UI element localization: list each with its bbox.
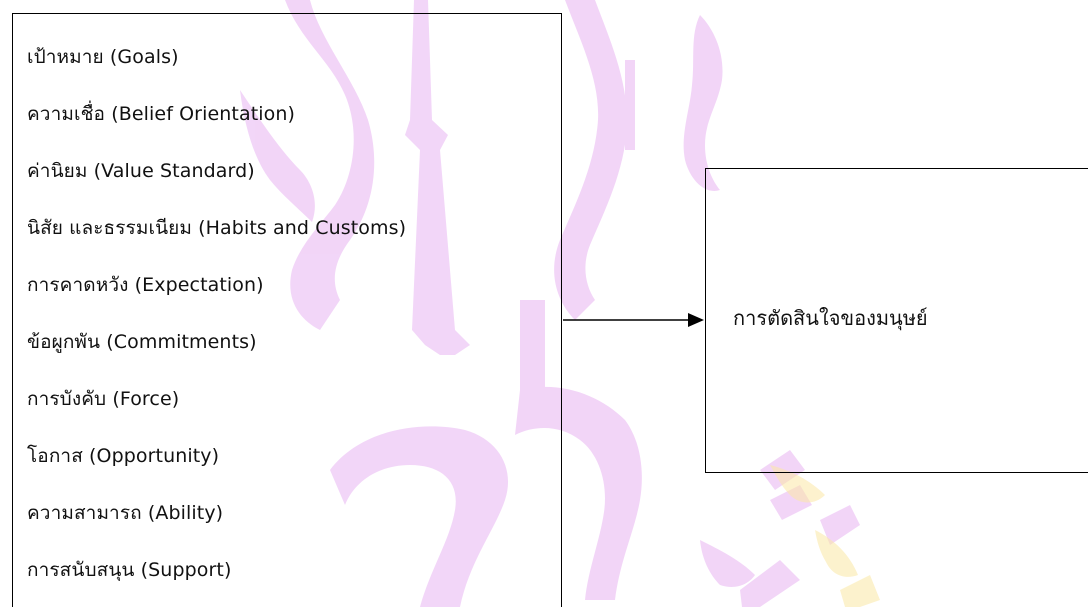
- factor-expectation: การคาดหวัง (Expectation): [27, 274, 264, 296]
- factor-goals: เป้าหมาย (Goals): [27, 46, 179, 68]
- factor-belief-orientation: ความเชื่อ (Belief Orientation): [27, 103, 296, 125]
- result-box: การตัดสินใจของมนุษย์: [705, 168, 1088, 473]
- factor-habits-and-customs: นิสัย และธรรมเนียม (Habits and Customs): [27, 217, 407, 239]
- factor-commitments: ข้อผูกพัน (Commitments): [27, 331, 257, 353]
- factors-box: เป้าหมาย (Goals) ความเชื่อ (Belief Orien…: [12, 13, 562, 607]
- factor-force: การบังคับ (Force): [27, 388, 180, 410]
- factor-support: การสนับสนุน (Support): [27, 559, 232, 581]
- factor-value-standard: ค่านิยม (Value Standard): [27, 160, 255, 182]
- factor-opportunity: โอกาส (Opportunity): [27, 445, 220, 467]
- arrow-head: [688, 313, 704, 327]
- factor-ability: ความสามารถ (Ability): [27, 502, 224, 524]
- result-label: การตัดสินใจของมนุษย์: [733, 306, 928, 330]
